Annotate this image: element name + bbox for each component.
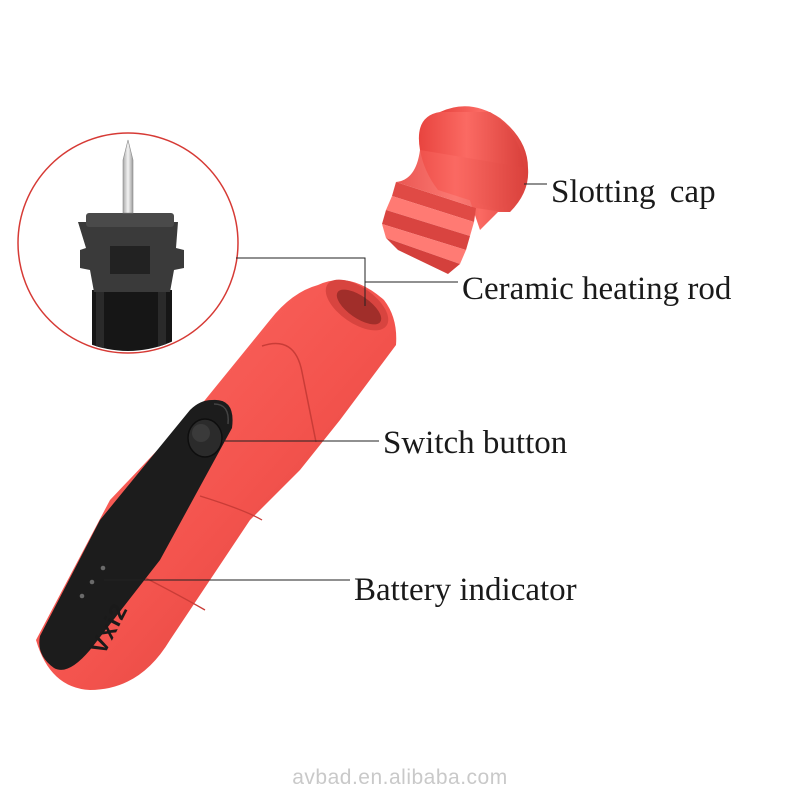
ceramic-heating-rod-label: Ceramic heating rod [462, 271, 732, 307]
zoom-inset [17, 132, 239, 354]
leader-ceramic-rod [236, 257, 458, 283]
battery-indicator-label: Battery indicator [354, 572, 577, 608]
battery-indicator-led [89, 579, 95, 585]
battery-indicator-led [100, 565, 106, 571]
battery-indicator-led [79, 593, 85, 599]
device-body: Vxi2 [36, 279, 397, 690]
ceramic-rod [122, 139, 134, 214]
slotting-cap [382, 106, 529, 274]
leader-lines [104, 183, 547, 581]
switch-button-label: Switch button [383, 425, 568, 461]
watermark: avbad.en.alibaba.com [292, 766, 508, 789]
side-panel [39, 399, 233, 670]
slotting-cap-label: Slotting cap [551, 174, 716, 210]
